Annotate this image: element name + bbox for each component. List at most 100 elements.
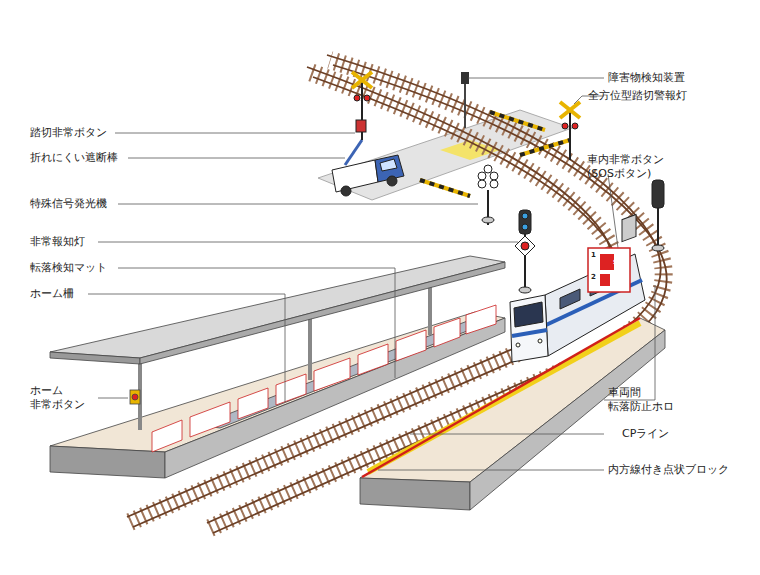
leader-line-part bbox=[378, 470, 604, 471]
crossing-signal-part bbox=[364, 95, 370, 101]
platform-fence-part bbox=[358, 344, 388, 375]
platform-canopy-part bbox=[130, 390, 140, 404]
leader-line-part bbox=[468, 78, 604, 79]
part-label: 車両間 転落防止ホロ bbox=[608, 386, 678, 414]
emergency-light-part bbox=[522, 213, 528, 219]
platform-canopy bbox=[50, 256, 505, 430]
sos-inset-part bbox=[600, 254, 614, 270]
emergency-light bbox=[515, 210, 535, 293]
platform-fence-part bbox=[434, 318, 460, 347]
signal bbox=[652, 180, 664, 251]
crossing-signal-part bbox=[352, 72, 372, 88]
obstacle-detector-part bbox=[464, 82, 466, 128]
right-platform-part bbox=[362, 318, 640, 477]
truck-part bbox=[387, 176, 397, 186]
platform-fence-part bbox=[152, 420, 182, 452]
crossing-signal-part bbox=[569, 110, 571, 160]
sos-inset-part bbox=[600, 274, 610, 286]
train-part bbox=[538, 339, 542, 343]
platform-canopy-part bbox=[140, 262, 505, 364]
special-signal-part bbox=[478, 180, 486, 188]
truck bbox=[332, 140, 404, 196]
crossing-signal bbox=[352, 72, 580, 160]
truck-part bbox=[380, 159, 397, 171]
platform-canopy-part bbox=[50, 256, 505, 358]
special-signal-part bbox=[490, 172, 498, 180]
leader-line-part bbox=[604, 285, 655, 400]
obstacle-detector bbox=[461, 72, 469, 128]
train-part bbox=[512, 330, 547, 336]
special-signal-part bbox=[478, 172, 486, 180]
platform-canopy-part bbox=[132, 394, 138, 400]
part-label: 全方位型踏切警報灯 bbox=[588, 89, 748, 103]
button-text: SOS bbox=[613, 258, 633, 265]
left-platform-part bbox=[50, 312, 505, 452]
emergency-light-part bbox=[519, 287, 531, 293]
part-label: 非常報知灯 bbox=[30, 235, 110, 249]
train-part bbox=[622, 215, 636, 242]
truck-part bbox=[341, 186, 351, 196]
leader-line-part bbox=[410, 434, 604, 435]
crossing-signal-part bbox=[560, 102, 580, 118]
signal-part bbox=[652, 180, 664, 208]
leader-line-part bbox=[98, 242, 518, 243]
crossing-barrier-part bbox=[490, 112, 545, 130]
leader-line-part bbox=[88, 294, 285, 402]
part-label: ホーム 非常ボタン bbox=[30, 384, 92, 412]
part-label: 内方線付き点状ブロック bbox=[608, 463, 758, 477]
platform-canopy-part bbox=[50, 352, 140, 364]
emergency-light-part bbox=[515, 236, 535, 256]
part-label: 踏切非常ボタン bbox=[30, 126, 130, 140]
train-part bbox=[514, 302, 543, 327]
truck-part bbox=[345, 140, 362, 165]
special-signal bbox=[478, 165, 498, 225]
platform-canopy-part bbox=[308, 318, 312, 380]
leader-line-part bbox=[115, 133, 355, 134]
special-signal-part bbox=[490, 180, 498, 188]
train bbox=[510, 215, 645, 362]
special-signal-part bbox=[484, 165, 492, 173]
crossing-signal-part bbox=[562, 123, 568, 129]
train-part bbox=[510, 295, 548, 362]
part-label: 障害物検知装置 bbox=[608, 71, 748, 85]
callout-number: 2 bbox=[591, 273, 601, 281]
leader-line bbox=[88, 78, 655, 470]
signal-part bbox=[652, 245, 664, 251]
platform-fence-part bbox=[190, 402, 230, 437]
emergency-light-part bbox=[521, 242, 529, 250]
railway-track-part bbox=[130, 72, 616, 522]
sos-inset-part bbox=[588, 248, 630, 292]
train-part bbox=[560, 289, 580, 309]
crossing-barrier-part bbox=[520, 140, 570, 155]
platform-fence-part bbox=[238, 388, 268, 419]
crossing-signal-part bbox=[560, 102, 580, 118]
emergency-light-part bbox=[519, 210, 531, 234]
platform-canopy-part bbox=[428, 282, 432, 335]
crossing-barrier-part bbox=[420, 180, 470, 196]
platform-fence-part bbox=[466, 305, 496, 334]
leader-line-part bbox=[118, 204, 478, 205]
part-label: 折れにくい遮断棒 bbox=[30, 151, 140, 165]
crossing-signal-part bbox=[572, 123, 578, 129]
part-label: 転落検知マット bbox=[30, 261, 130, 275]
train-part bbox=[516, 343, 520, 347]
signal-part bbox=[657, 205, 659, 248]
part-label: ホーム柵 bbox=[30, 287, 100, 301]
special-signal-part bbox=[482, 217, 494, 223]
right-platform-part bbox=[360, 478, 470, 510]
sos-inset bbox=[588, 174, 630, 292]
emergency-light-part bbox=[522, 224, 528, 230]
crossing-signal-part bbox=[352, 72, 372, 88]
crossing-signal-part bbox=[354, 95, 360, 101]
platform-fence-part bbox=[276, 374, 306, 405]
platform-fence-part bbox=[396, 330, 426, 361]
part-label: 特殊信号発光機 bbox=[30, 197, 130, 211]
leader-line-part bbox=[128, 158, 345, 159]
part-label: 車内非常ボタン (SOSボタン) bbox=[587, 153, 687, 181]
crossing-barrier bbox=[420, 112, 570, 196]
obstacle-detector-part bbox=[461, 72, 469, 84]
sos-inset-part bbox=[608, 174, 618, 248]
part-label: CPライン bbox=[622, 427, 712, 441]
